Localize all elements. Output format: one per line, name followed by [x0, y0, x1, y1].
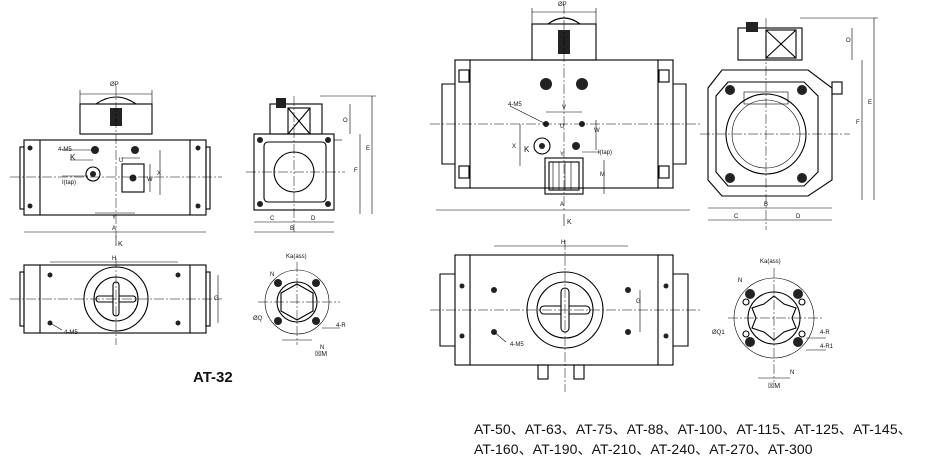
label-l-y: Y: [560, 152, 564, 158]
caption-large-models-line1: AT-50、AT-63、AT-75、AT-88、AT-100、AT-115、AT…: [474, 421, 912, 437]
label-4-m5: 4-M5: [58, 147, 72, 153]
label-l-oq1: ØQ1: [712, 330, 725, 336]
label-h: H: [112, 256, 116, 262]
large-top-labels: H G 4-M5: [510, 240, 641, 348]
label-l-oP: ØP: [558, 2, 567, 8]
label-u: U: [119, 158, 123, 164]
label-g: G: [214, 296, 219, 302]
small-front-labels: ØP K 4-M5 I(tap) U W X Y A K: [58, 82, 161, 248]
label-l-v: V: [562, 105, 566, 111]
label-l-d: D: [796, 214, 801, 220]
label-d: D: [311, 216, 316, 222]
label-l-m: M: [600, 172, 605, 178]
label-c: C: [270, 216, 275, 222]
label-f: F: [354, 168, 358, 174]
small-front-view: [10, 86, 222, 246]
label-l-k-arrow: K: [567, 219, 572, 226]
label-l-c: C: [734, 214, 739, 220]
label-l-4-r1: 4-R1: [820, 344, 834, 350]
large-flange-view: [728, 268, 826, 382]
label-a: A: [112, 226, 116, 232]
small-flange-view: [258, 262, 340, 345]
label-l-4-r: 4-R: [820, 330, 830, 336]
label-ka: Ka(ass): [286, 254, 307, 260]
label-4-r: 4-R: [336, 323, 346, 329]
label-l-ka: Ka(ass): [760, 259, 781, 265]
label-oP: ØP: [110, 82, 119, 88]
label-n-bottom: N: [320, 345, 324, 351]
label-l-e: E: [868, 100, 872, 106]
large-flange-labels: Ka(ass) N ØQ1 4-R 4-R1 N ☒M: [712, 259, 834, 390]
label-y: Y: [112, 215, 116, 221]
caption-small-model: AT-32: [193, 369, 233, 386]
label-l-b: B: [764, 202, 768, 208]
label-n: N: [270, 272, 274, 278]
label-l-i-tap: I(tap): [598, 150, 612, 156]
large-side-labels: O E F C D B: [734, 38, 872, 220]
large-front-view: [430, 4, 700, 226]
label-b: B: [290, 226, 294, 232]
small-side-view: [246, 95, 376, 233]
label-l-o: O: [846, 38, 851, 44]
label-l-x: X: [512, 144, 516, 150]
label-l-4-m5: 4-M5: [508, 102, 522, 108]
label-m: ☒M: [315, 350, 327, 358]
label-w: W: [147, 177, 153, 183]
large-side-view: [700, 17, 878, 230]
label-l-m: ☒M: [768, 382, 780, 390]
label-oq: ØQ: [253, 316, 263, 322]
large-front-labels: ØP 4-M5 V U W X K I(tap) Y M A K: [508, 2, 612, 226]
label-i-tap: I(tap): [62, 180, 76, 186]
label-l-w: W: [594, 128, 600, 134]
large-top-view: [430, 240, 700, 392]
label-l-n-bottom: N: [790, 370, 794, 376]
label-l-f: F: [856, 120, 860, 126]
label-l-u: U: [560, 124, 564, 130]
label-l-a: A: [560, 202, 564, 208]
small-flange-labels: Ka(ass) N ØQ 4-R N ☒M: [253, 254, 346, 358]
label-l-k: K: [524, 145, 530, 154]
small-top-view: [10, 258, 222, 345]
label-k: K: [70, 153, 76, 162]
label-x: X: [157, 171, 161, 177]
small-side-labels: O E F C D B: [270, 118, 370, 232]
label-l-4-m5-top: 4-M5: [510, 342, 524, 348]
label-k-arrow: K: [118, 241, 123, 248]
label-l-h: H: [561, 240, 565, 246]
small-top-labels: H G 4-M5: [64, 256, 219, 336]
label-e: E: [366, 146, 370, 152]
caption-large-models-line2: AT-160、AT-190、AT-210、AT-240、AT-270、AT-30…: [474, 441, 813, 457]
label-l-g: G: [636, 299, 641, 305]
label-4-m5-top: 4-M5: [64, 330, 78, 336]
label-l-n: N: [738, 278, 742, 284]
label-o: O: [343, 118, 348, 124]
